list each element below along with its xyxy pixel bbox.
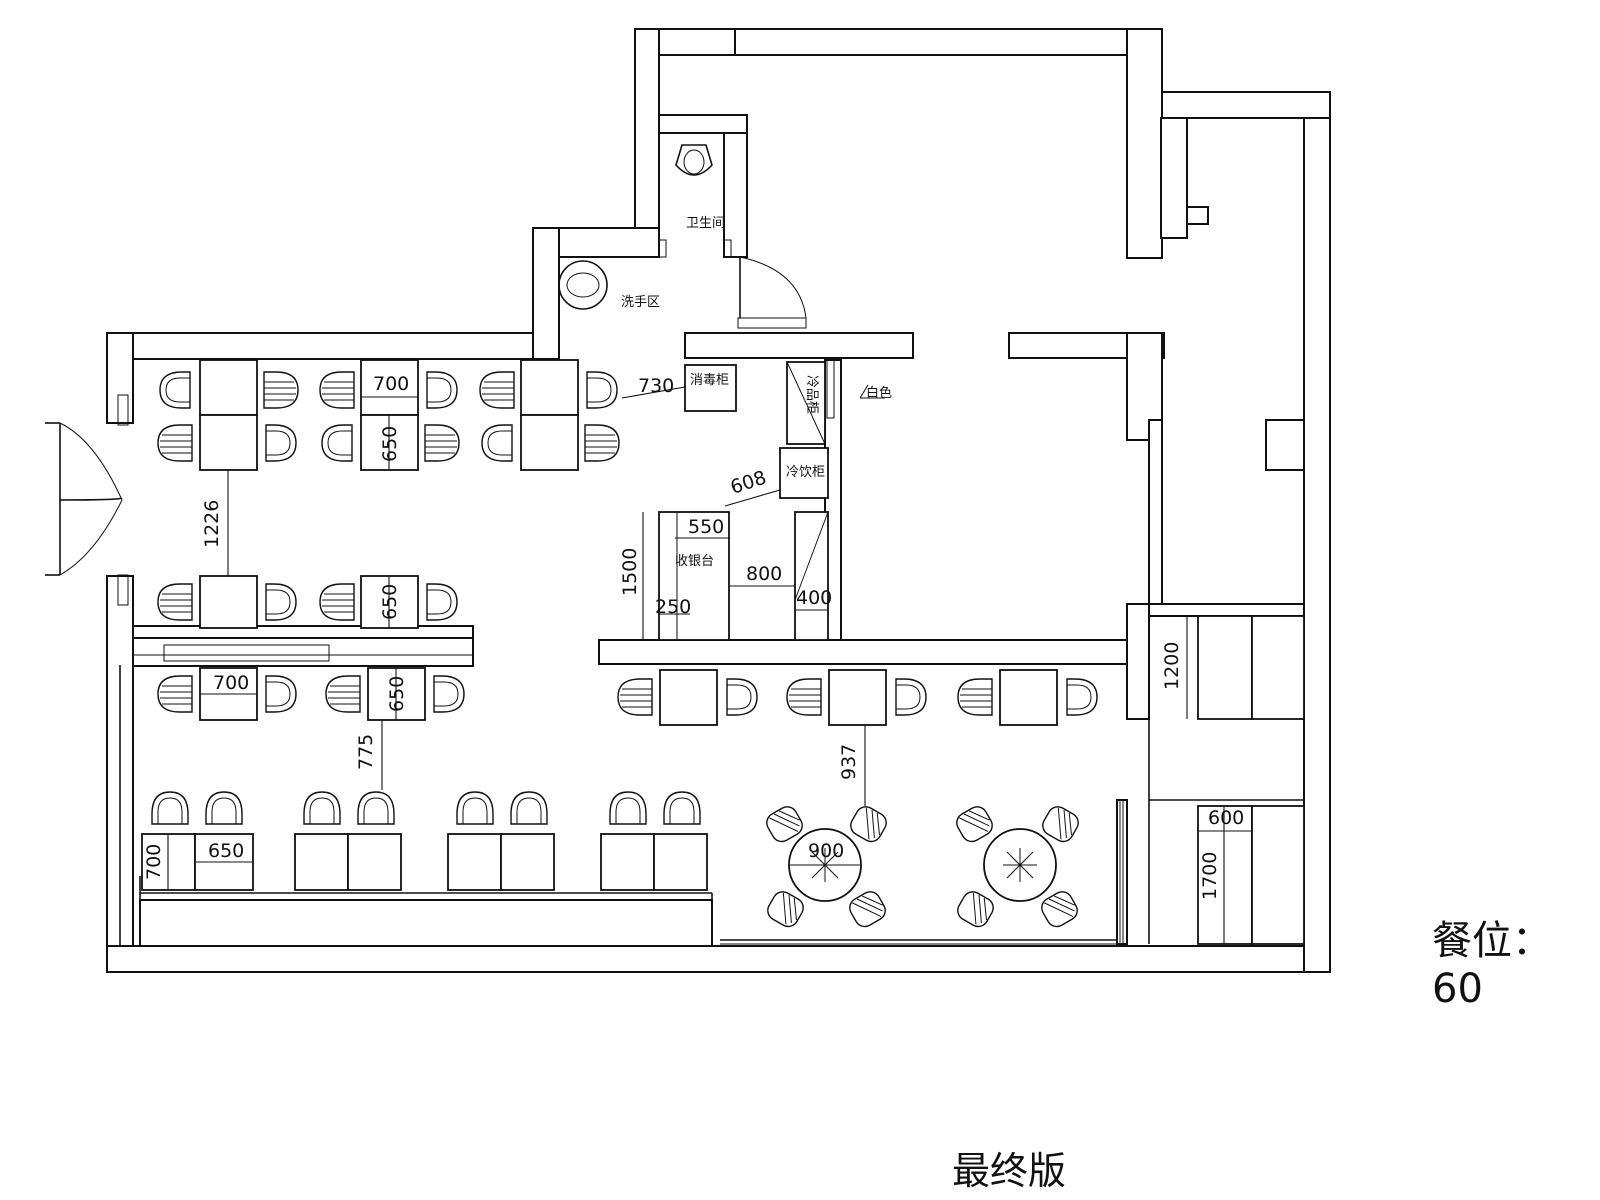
dim-1700: 1700 bbox=[1199, 852, 1221, 900]
dim-1226: 1226 bbox=[201, 500, 223, 548]
small-label: 白色 bbox=[866, 385, 892, 401]
dim-700-mid: 700 bbox=[213, 672, 249, 694]
dimension-lines bbox=[167, 386, 1252, 944]
dim-550: 550 bbox=[688, 516, 724, 538]
dimension-labels: 700 650 730 1226 608 550 800 1500 250 40… bbox=[143, 373, 1244, 900]
version-label: 最终版 bbox=[952, 1149, 1067, 1193]
restroom-label: 卫生间 bbox=[686, 216, 725, 231]
dim-1200: 1200 bbox=[1161, 642, 1183, 690]
dim-650-mid: 650 bbox=[379, 584, 401, 620]
dining-tables bbox=[141, 359, 1058, 902]
toilet-icon bbox=[675, 144, 713, 176]
cold-drinks-cabinet bbox=[779, 447, 829, 499]
dim-900: 900 bbox=[808, 840, 844, 862]
handwash-label: 洗手区 bbox=[621, 295, 660, 310]
outer-walls bbox=[45, 28, 1331, 973]
cashier-label: 收银台 bbox=[675, 554, 714, 569]
dim-1500: 1500 bbox=[619, 548, 641, 596]
dim-650-top: 650 bbox=[379, 426, 401, 462]
dim-730: 730 bbox=[638, 375, 674, 397]
dim-400: 400 bbox=[796, 587, 832, 609]
dim-608: 608 bbox=[728, 467, 769, 499]
dim-650-mid2: 650 bbox=[386, 676, 408, 712]
sink-icon bbox=[558, 260, 608, 310]
disinfection-cabinet-label: 消毒柜 bbox=[690, 373, 729, 388]
dim-700-top: 700 bbox=[373, 373, 409, 395]
vertical-cabinet-label: 冷品柜 bbox=[804, 375, 819, 414]
seat-count-label: 餐位：60 bbox=[1432, 918, 1552, 1012]
dim-800: 800 bbox=[746, 563, 782, 585]
cashier-counter bbox=[658, 511, 829, 641]
dim-250: 250 bbox=[655, 596, 691, 618]
dim-775: 775 bbox=[355, 734, 377, 770]
disinfection-cabinet bbox=[684, 364, 737, 412]
dim-937: 937 bbox=[838, 744, 860, 780]
dim-650-booth: 650 bbox=[208, 840, 244, 862]
dim-600: 600 bbox=[1208, 807, 1244, 829]
dim-700-booth: 700 bbox=[143, 844, 165, 880]
cold-drinks-cabinet-label: 冷饮柜 bbox=[786, 465, 825, 480]
